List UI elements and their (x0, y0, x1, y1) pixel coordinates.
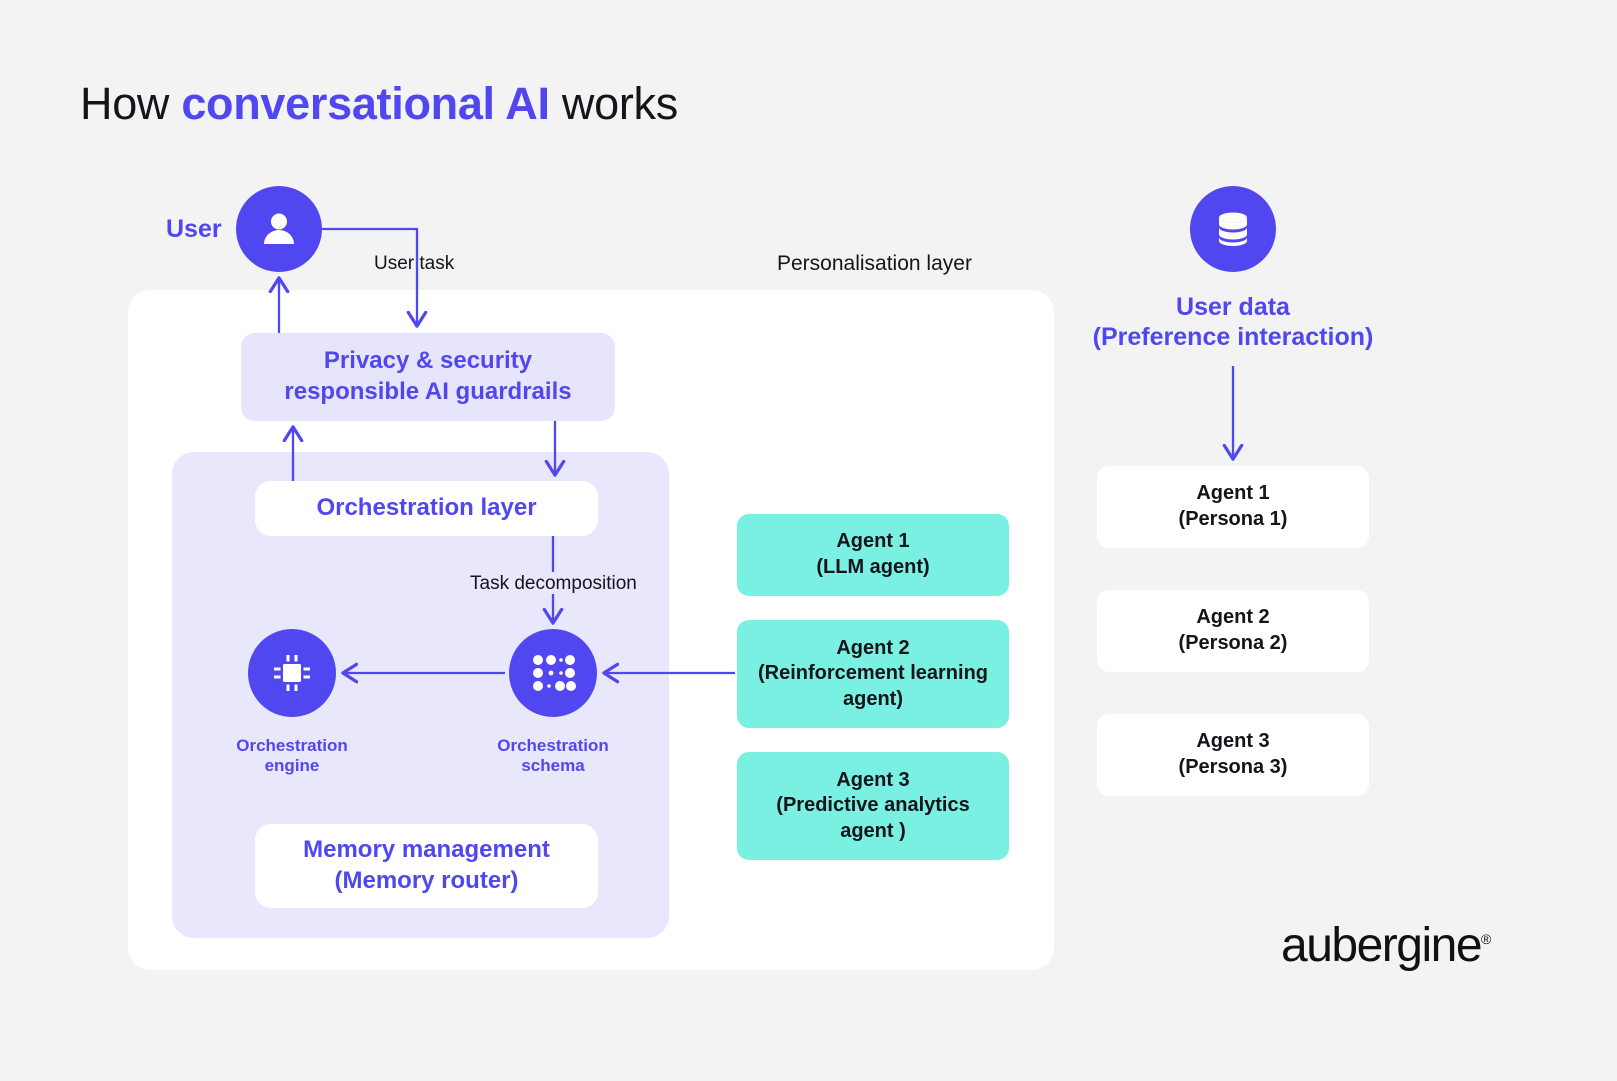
agent-2-box[interactable]: Agent 2 (Reinforcement learning agent) (737, 620, 1009, 728)
orchestration-schema-caption: Orchestration schema (497, 736, 609, 776)
user-label: User (166, 215, 222, 243)
personalisation-layer-label: Personalisation layer (777, 252, 972, 275)
user-avatar-icon (236, 186, 322, 272)
persona-3-box[interactable]: Agent 3 (Persona 3) (1097, 714, 1369, 796)
dot-grid-icon (509, 629, 597, 717)
agent-3-box[interactable]: Agent 3 (Predictive analytics agent ) (737, 752, 1009, 860)
page-title-tail: works (549, 78, 678, 129)
database-icon (1190, 186, 1276, 272)
user-task-label: User task (374, 253, 455, 274)
page-title-lead: How (80, 78, 182, 129)
persona-1-box[interactable]: Agent 1 (Persona 1) (1097, 466, 1369, 548)
task-decomposition-label: Task decomposition (470, 573, 637, 594)
user-data-caption: User data (Preference interaction) (1092, 293, 1374, 351)
persona-2-box[interactable]: Agent 2 (Persona 2) (1097, 590, 1369, 672)
aubergine-logo: aubergine® (1281, 918, 1491, 973)
memory-management-box[interactable]: Memory management (Memory router) (255, 824, 598, 908)
aubergine-logo-text: aubergine (1281, 919, 1483, 972)
agent-1-box[interactable]: Agent 1 (LLM agent) (737, 514, 1009, 596)
registered-mark-icon: ® (1481, 931, 1492, 947)
orchestration-engine-caption: Orchestration engine (236, 736, 348, 776)
page-title-accent: conversational AI (181, 78, 550, 129)
page-title: How conversational AI works (80, 78, 678, 130)
privacy-security-guardrails-box[interactable]: Privacy & security responsible AI guardr… (241, 333, 615, 421)
orchestration-layer-box[interactable]: Orchestration layer (255, 481, 598, 536)
cpu-chip-icon (248, 629, 336, 717)
